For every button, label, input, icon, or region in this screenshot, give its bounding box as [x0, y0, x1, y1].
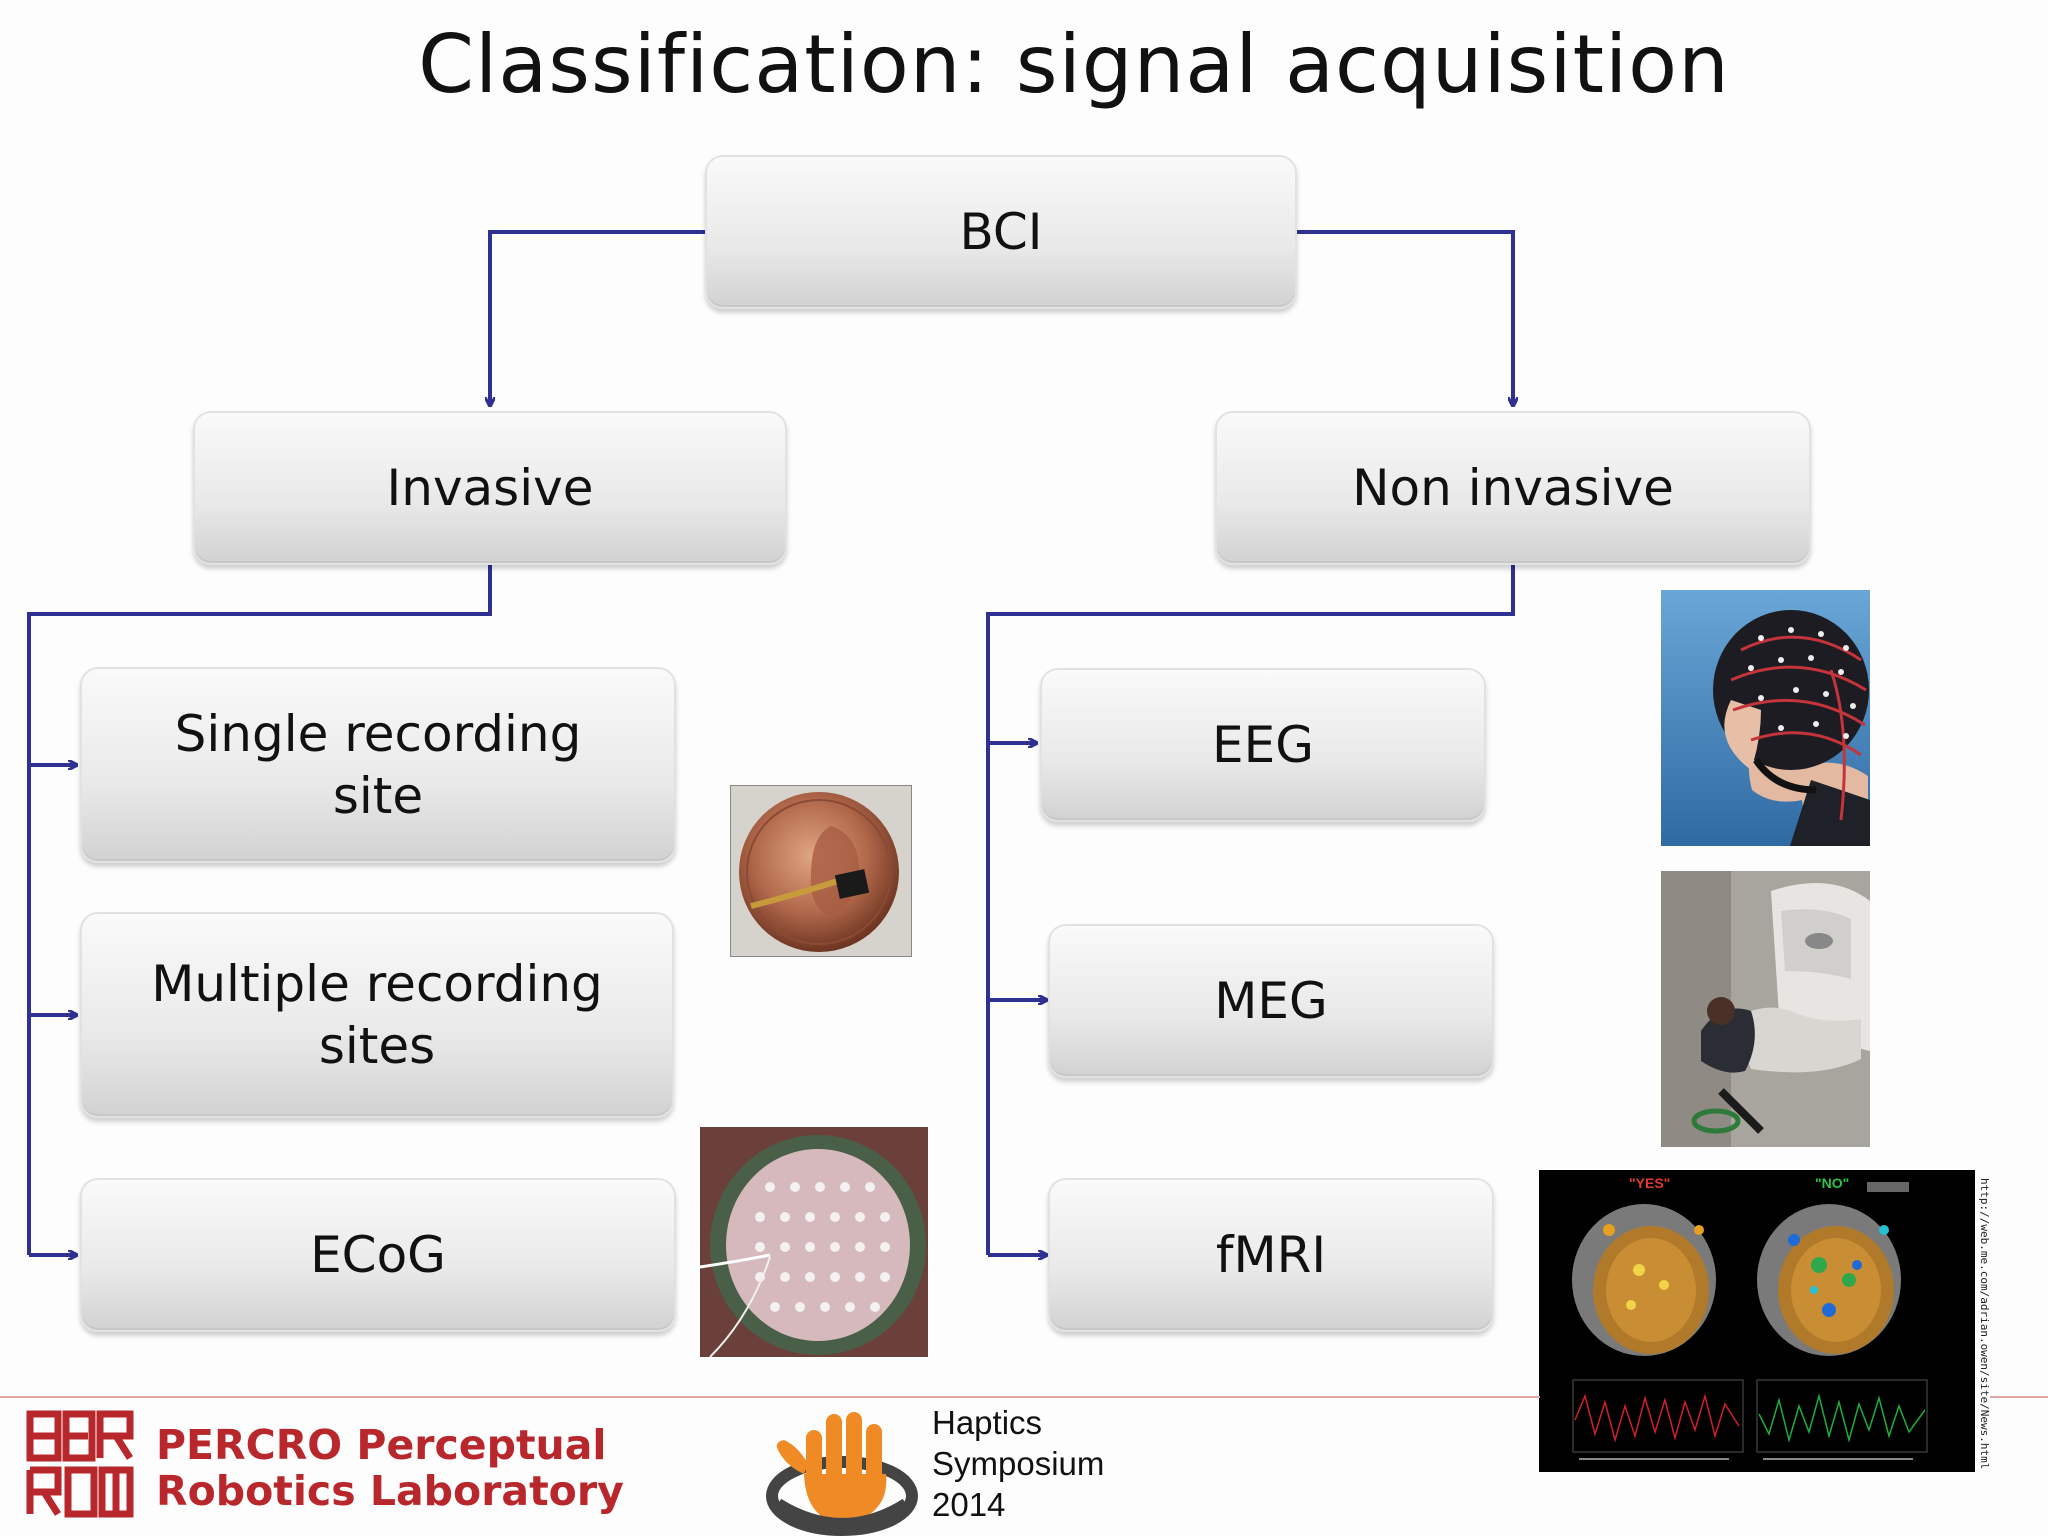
node-multiple-recording-sites-label: Multiple recording sites [151, 955, 603, 1075]
slide-title: Classification: signal acquisition [418, 18, 1730, 111]
node-bci: BCI [705, 155, 1297, 309]
event-name: Haptics Symposium 2014 [932, 1402, 1104, 1525]
microelectrode-array-photo [730, 785, 912, 957]
lab-name-line2: Robotics Laboratory [156, 1467, 624, 1515]
node-single-recording-site: Single recording site [80, 667, 676, 863]
node-eeg: EEG [1040, 668, 1486, 822]
lab-name-line1: PERCRO Perceptual [156, 1421, 607, 1469]
fmri-figure: "YES" "NO" [1539, 1170, 1975, 1472]
node-non-invasive-label: Non invasive [1352, 459, 1674, 517]
node-fmri-label: fMRI [1215, 1226, 1327, 1284]
node-multiple-recording-sites: Multiple recording sites [80, 912, 674, 1118]
node-non-invasive: Non invasive [1215, 411, 1811, 565]
node-meg-label: MEG [1214, 972, 1328, 1030]
node-ecog-label: ECoG [310, 1226, 446, 1284]
eeg-cap-photo [1661, 590, 1870, 846]
node-eeg-label: EEG [1212, 716, 1314, 774]
connector-invasive-trunk [27, 565, 492, 1255]
node-single-recording-site-label: Single recording site [174, 705, 582, 825]
node-invasive-label: Invasive [386, 459, 594, 517]
node-bci-label: BCI [959, 203, 1043, 261]
lab-name: PERCRO Perceptual Robotics Laboratory [156, 1422, 624, 1514]
ecog-grid-photo [700, 1127, 928, 1357]
footer-divider-right [1990, 1396, 2048, 1398]
event-year: 2014 [932, 1486, 1006, 1523]
node-invasive: Invasive [193, 411, 787, 565]
fmri-no-label: "NO" [1815, 1175, 1850, 1191]
connector-bci-noninvasive [1297, 230, 1513, 405]
fmri-yes-label: "YES" [1629, 1175, 1671, 1191]
footer-divider [0, 1396, 1540, 1398]
hand-logo-icon [766, 1412, 918, 1536]
connector-bci-invasive [490, 230, 705, 405]
connector-noninvasive-trunk [986, 565, 1515, 1255]
node-ecog: ECoG [80, 1178, 676, 1332]
event-name-line2: Symposium [932, 1445, 1105, 1482]
node-fmri: fMRI [1048, 1178, 1494, 1332]
source-url: http://web.me.com/adrian.owen/site/News.… [1978, 1178, 1991, 1470]
event-name-line1: Haptics [932, 1404, 1043, 1441]
node-meg: MEG [1048, 924, 1494, 1078]
percro-logo-icon [26, 1410, 134, 1518]
meg-scanner-photo [1661, 871, 1870, 1147]
